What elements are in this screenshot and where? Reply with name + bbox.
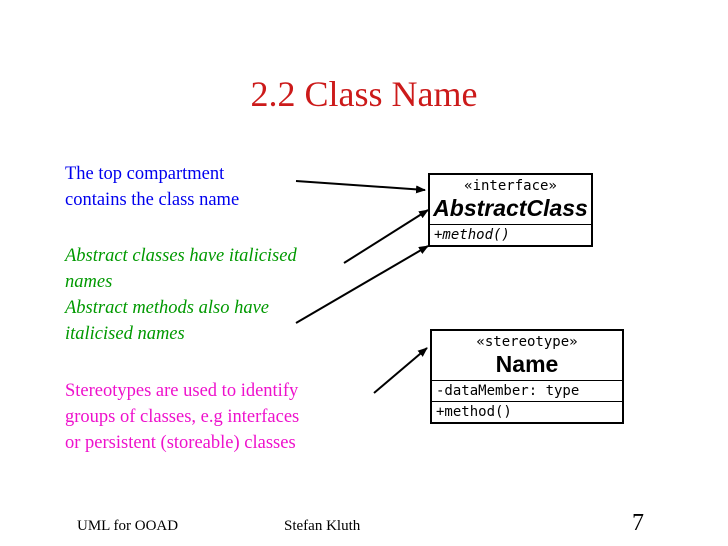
footer-author: Stefan Kluth xyxy=(284,518,361,534)
arrow-to-stereotype xyxy=(373,347,428,394)
slide-title: 2.2 Class Name xyxy=(250,74,478,114)
top-compartment-text: The top compartment contains the class n… xyxy=(65,161,239,213)
class-name: AbstractClass xyxy=(433,195,588,221)
operations-compartment: +method() xyxy=(432,402,622,422)
class-name-compartment: «interface» AbstractClass xyxy=(430,175,591,225)
page-number: 7 xyxy=(632,510,644,536)
text-line: or persistent (storeable) classes xyxy=(65,433,296,453)
text-line: groups of classes, e.g interfaces xyxy=(65,407,300,427)
class-name-compartment: «stereotype» Name xyxy=(432,331,622,381)
operations-compartment: +method() xyxy=(430,225,591,245)
stereotype-note-text: Stereotypes are used to identify groups … xyxy=(65,378,299,456)
stereotype-label: «stereotype» xyxy=(476,334,578,350)
abstract-note-text: Abstract classes have italicised names A… xyxy=(65,243,297,347)
class-name: Name xyxy=(495,351,559,377)
footer-course: UML for OOAD xyxy=(77,518,179,534)
text-line: Stereotypes are used to identify xyxy=(65,381,299,401)
method-label: +method() xyxy=(434,227,510,243)
arrow-to-class-name xyxy=(295,180,426,194)
text-line: Abstract methods also have xyxy=(65,298,269,318)
attribute-label: -dataMember: type xyxy=(436,383,580,399)
text-line: italicised names xyxy=(65,324,185,344)
arrow-to-abstract-method xyxy=(295,245,429,324)
stereotype-label: «interface» xyxy=(464,178,557,194)
text-line: The top compartment xyxy=(65,164,225,184)
method-label: +method() xyxy=(436,404,512,420)
text-line: contains the class name xyxy=(65,190,240,210)
attributes-compartment: -dataMember: type xyxy=(432,381,622,402)
abstract-class-box: «interface» AbstractClass +method() xyxy=(428,173,593,247)
text-line: names xyxy=(65,272,113,292)
arrow-to-abstract-class xyxy=(343,209,429,264)
text-line: Abstract classes have italicised xyxy=(65,246,297,266)
stereotype-class-box: «stereotype» Name -dataMember: type +met… xyxy=(430,329,624,424)
